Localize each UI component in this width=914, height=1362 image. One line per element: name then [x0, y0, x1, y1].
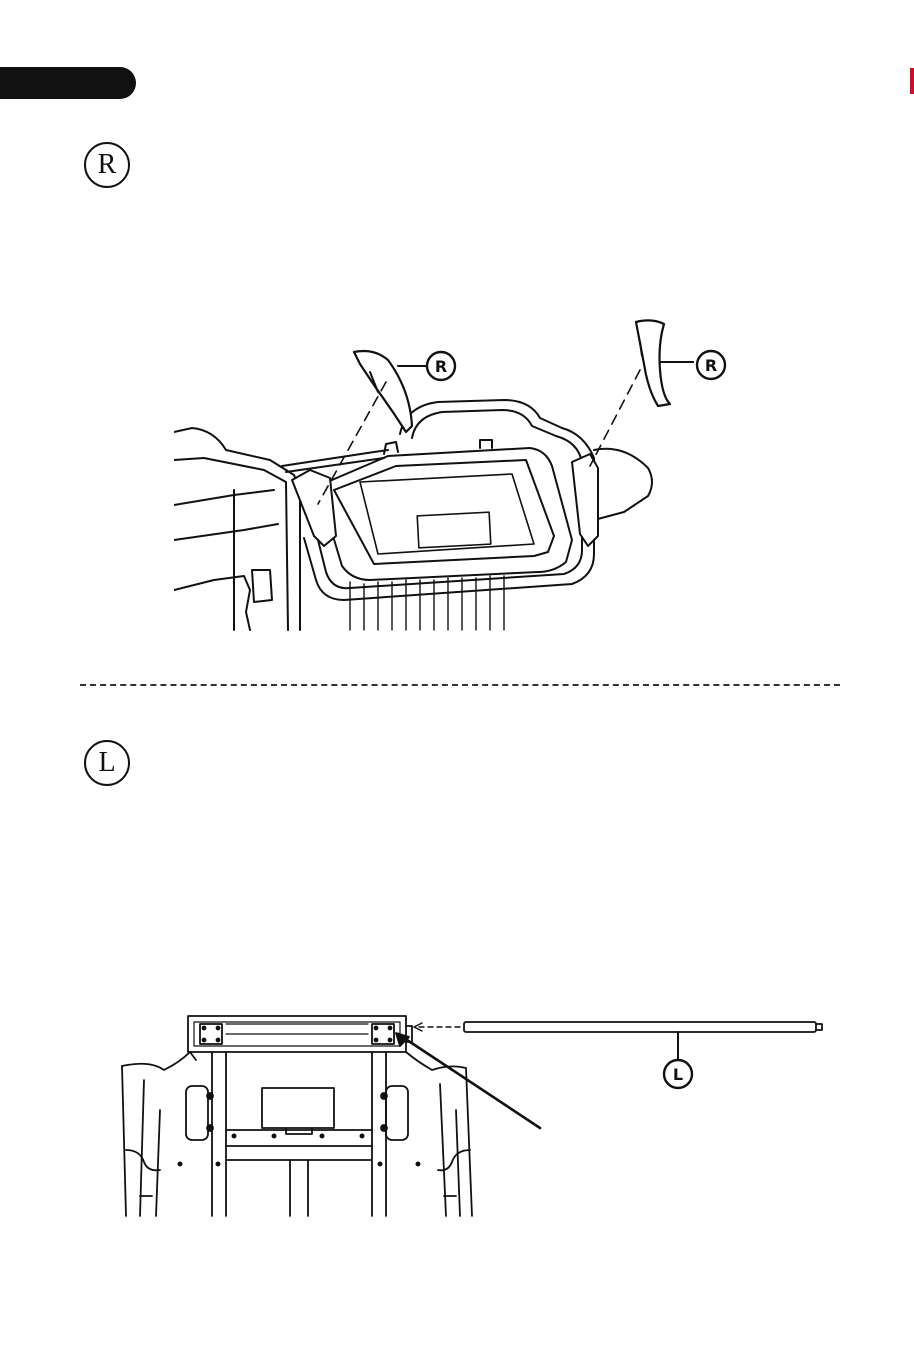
- callout-l: L: [664, 1060, 692, 1088]
- page-edge-marker: [910, 68, 914, 94]
- section-divider: [80, 684, 840, 686]
- page-number-tab: [0, 67, 136, 99]
- figure-rod-insertion: L: [100, 1000, 830, 1220]
- callout-r-left: R: [427, 352, 455, 380]
- callout-r-left-letter: R: [435, 357, 447, 376]
- step-l-badge-letter: L: [98, 749, 115, 777]
- callout-l-letter: L: [673, 1065, 683, 1084]
- step-r-badge: R: [84, 142, 130, 188]
- figure-console-covers: R: [174, 300, 694, 632]
- step-l-badge: L: [84, 740, 130, 786]
- callout-r-right: R: [694, 348, 728, 382]
- step-r-badge-letter: R: [98, 151, 117, 179]
- callout-r-right-letter: R: [705, 356, 717, 375]
